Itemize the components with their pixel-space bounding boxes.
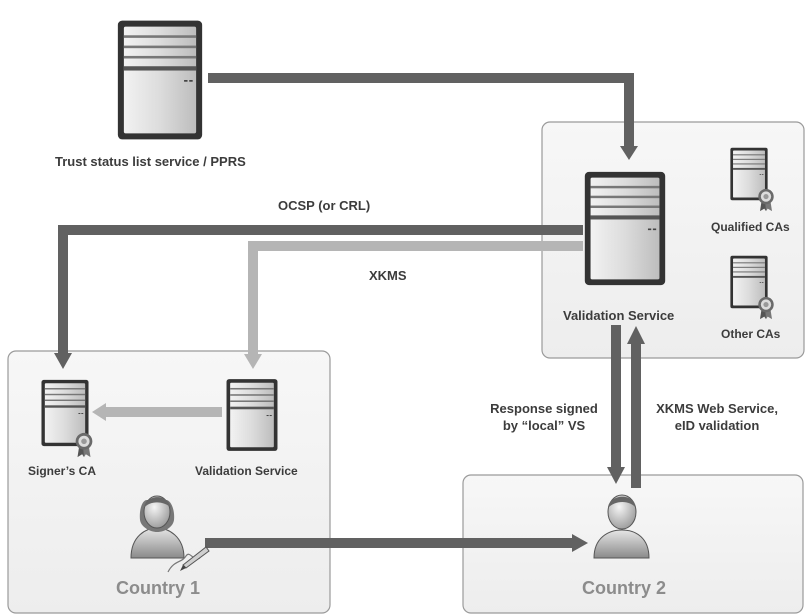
country-2-label: Country 2: [582, 578, 667, 598]
signers-ca-seal-icon: [75, 432, 93, 458]
validation-service-main-label: Validation Service: [563, 308, 675, 323]
ocsp-label: OCSP (or CRL): [278, 198, 371, 213]
arrow-request-up: [627, 326, 645, 488]
validation-service-c1-server-icon: [226, 379, 278, 451]
trust-list-server-icon: [117, 20, 203, 140]
arrow-signer-to-country2: [205, 534, 588, 552]
xkms-web-service-line-1: XKMS Web Service,: [656, 401, 778, 416]
validation-service-c1-label: Validation Service: [195, 464, 298, 478]
other-ca-seal-icon: [758, 296, 774, 320]
qualified-ca-seal-icon: [758, 188, 774, 212]
arrow-trust-to-validation: [208, 73, 638, 160]
validation-service-main-server-icon: [584, 171, 666, 286]
xkms-web-service-label: XKMS Web Service, eID validation: [644, 400, 790, 434]
arrow-ocsp: [54, 225, 583, 369]
qualified-cas-label: Qualified CAs: [711, 220, 790, 234]
other-cas-label: Other CAs: [721, 327, 781, 341]
country-1-label: Country 1: [116, 578, 201, 598]
arrow-validation-to-signers-ca: [92, 403, 222, 421]
response-signed-label: Response signed by “local” VS: [478, 400, 610, 434]
response-signed-line-1: Response signed: [490, 401, 598, 416]
signers-ca-label: Signer’s CA: [28, 464, 97, 478]
arrow-response-down: [607, 325, 625, 484]
country2-user-icon: [593, 494, 650, 559]
signer-user-icon: [130, 495, 185, 559]
xkms-web-service-line-2: eID validation: [674, 418, 760, 433]
response-signed-line-2: by “local” VS: [502, 418, 586, 433]
pen-signature-icon: [167, 546, 210, 573]
xkms-label: XKMS: [369, 268, 407, 283]
arrow-xkms: [244, 241, 583, 369]
trust-service-label: Trust status list service / PPRS: [55, 154, 246, 169]
